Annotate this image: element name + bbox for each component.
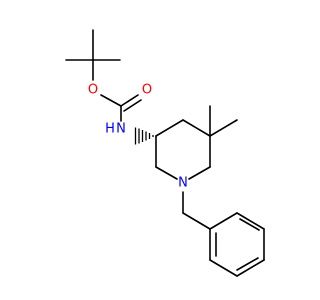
bond-ring-c3-c4 — [155, 119, 184, 137]
amide-nitrogen-label: N — [116, 122, 126, 137]
bond-ring-c6-n1 — [188, 166, 211, 180]
bond-ester-o-carbonyl — [100, 94, 122, 107]
bond-carbonyl-double-a — [120, 94, 139, 107]
amide-hydrogen-label: H — [105, 122, 115, 137]
bond-carbonyl-double-b — [123, 99, 142, 112]
ring-nitrogen-label: N — [178, 176, 188, 191]
bond-ph-4-5 — [236, 259, 265, 277]
bond-ph-inner-b — [236, 257, 259, 271]
bond-ph-1-2 — [209, 212, 238, 230]
bond-c5-methyl-a — [209, 119, 238, 137]
bond-ph-2-3 — [236, 212, 265, 230]
hashed-wedge-bond — [134, 127, 154, 145]
bond-ph-5-6 — [209, 259, 238, 277]
bond-ch2-phenyl — [182, 212, 211, 230]
bond-ph-inner-a — [239, 218, 260, 231]
bonds — [65, 29, 265, 277]
carbonyl-oxygen-label: O — [142, 83, 152, 98]
bond-ring-c4-c5 — [182, 119, 211, 137]
molecule-structure: O O H N N — [65, 29, 265, 277]
atom-labels: O O H N N — [88, 83, 188, 191]
ester-oxygen-label: O — [88, 83, 98, 98]
bond-ring-n1-c2 — [155, 166, 178, 180]
